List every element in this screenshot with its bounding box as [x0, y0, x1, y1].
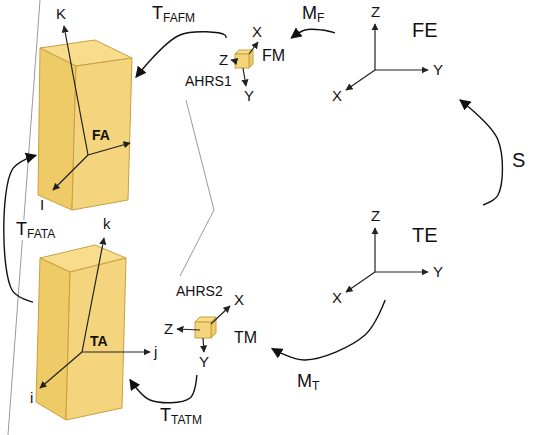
axis-letter: X: [234, 292, 244, 307]
axis-letter: Z: [371, 4, 380, 19]
sensor-name: AHRS1: [185, 74, 232, 88]
transform-label: MT: [295, 372, 321, 392]
axis-letter: I: [40, 197, 44, 212]
axis-letter: K: [56, 6, 66, 21]
coordinate-axis: [40, 24, 428, 388]
reference-frame: FE: [335, 0, 490, 100]
axis-letter: Y: [199, 354, 209, 369]
reference-frame: TE: [335, 205, 490, 300]
transform-arrow: [130, 375, 197, 403]
axis-letter: Z: [164, 321, 173, 336]
node-name: TE: [412, 225, 438, 245]
node-name: FA: [92, 128, 110, 142]
axis-letter: j: [154, 344, 157, 359]
segment-block: TA: [33, 236, 130, 424]
transform-label: MF: [300, 4, 326, 24]
axis-letter: i: [30, 390, 33, 405]
axis-letter: k: [103, 216, 111, 231]
transform-label: TTATM: [158, 406, 204, 426]
segment-block: FA: [36, 36, 136, 214]
node-name: TM: [234, 330, 257, 346]
node-name: FE: [412, 20, 438, 40]
body-outline: [8, 0, 214, 435]
transform-arrow: [136, 32, 226, 77]
foot-segment-block: [38, 40, 132, 210]
transform-label: TFAFM: [150, 4, 197, 24]
transform-arrow: [291, 29, 335, 38]
transform-label: TFATA: [14, 220, 57, 240]
transform-label: S: [510, 150, 527, 170]
axis-letter: X: [332, 88, 342, 103]
node-name: TA: [90, 334, 108, 348]
axis-letter: Y: [244, 88, 254, 103]
axis-letter: Z: [371, 208, 380, 223]
axis-letter: Y: [433, 62, 443, 77]
axis-letter: Z: [219, 52, 228, 67]
sensor-name: AHRS2: [176, 284, 223, 298]
axis-letter: Y: [433, 264, 443, 279]
axis-letter: X: [252, 24, 262, 39]
sensor-cube: FM AHRS1: [183, 38, 293, 100]
transform-arrow: [460, 100, 502, 205]
shank-segment-block: [36, 245, 126, 420]
node-name: FM: [262, 48, 285, 64]
axis-letter: X: [332, 290, 342, 305]
transform-arrow: [272, 300, 385, 360]
